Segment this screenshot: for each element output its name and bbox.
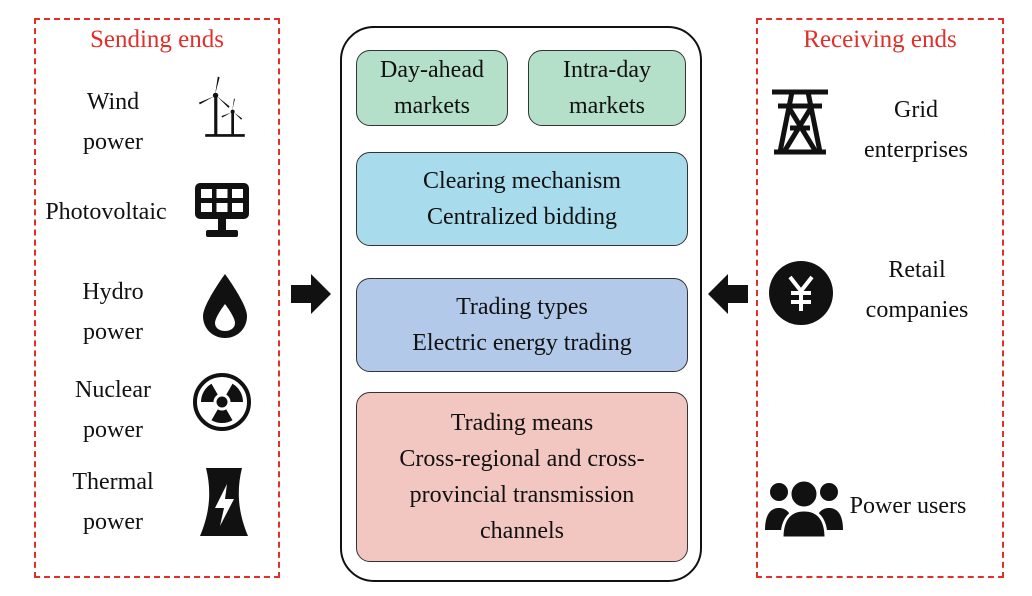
users-icon: [765, 478, 843, 540]
sending-ends-panel: [34, 18, 280, 578]
radiation-icon: [193, 373, 251, 431]
arrow-left-icon: [708, 274, 748, 314]
receiving-ends-title: Receiving ends: [803, 26, 957, 53]
power-plant-icon: [200, 468, 248, 536]
trading-types-box: Trading types Electric energy trading: [356, 278, 688, 372]
wind-turbine-icon: [198, 76, 245, 137]
power-users-label: Power users: [849, 493, 967, 519]
day-ahead-markets-box: Day-ahead markets: [356, 50, 508, 126]
yuan-coin-icon: [769, 261, 833, 325]
clearing-mechanism-box: Clearing mechanism Centralized bidding: [356, 152, 688, 246]
wind-power-label: Wind power: [83, 89, 143, 155]
intra-day-markets-box: Intra-day markets: [528, 50, 686, 126]
hydro-power-label: Hydro power: [82, 279, 144, 345]
transmission-tower-icon: [772, 89, 828, 155]
nuclear-power-label: Nuclear power: [75, 377, 151, 443]
market-frame: [340, 26, 702, 582]
trading-means-box: Trading means Cross-regional and cross- …: [356, 392, 688, 562]
receiving-ends-panel: [756, 18, 1004, 578]
retail-companies-label: Retail companies: [865, 257, 969, 323]
grid-enterprises-label: Grid enterprises: [864, 97, 968, 163]
solar-panel-icon: [195, 183, 249, 237]
sending-ends-title: Sending ends: [89, 26, 225, 53]
thermal-power-label: Thermal power: [72, 469, 154, 535]
water-drop-icon: [203, 274, 247, 338]
arrow-right-icon: [291, 274, 331, 314]
photovoltaic-label: Photovoltaic: [45, 199, 167, 225]
